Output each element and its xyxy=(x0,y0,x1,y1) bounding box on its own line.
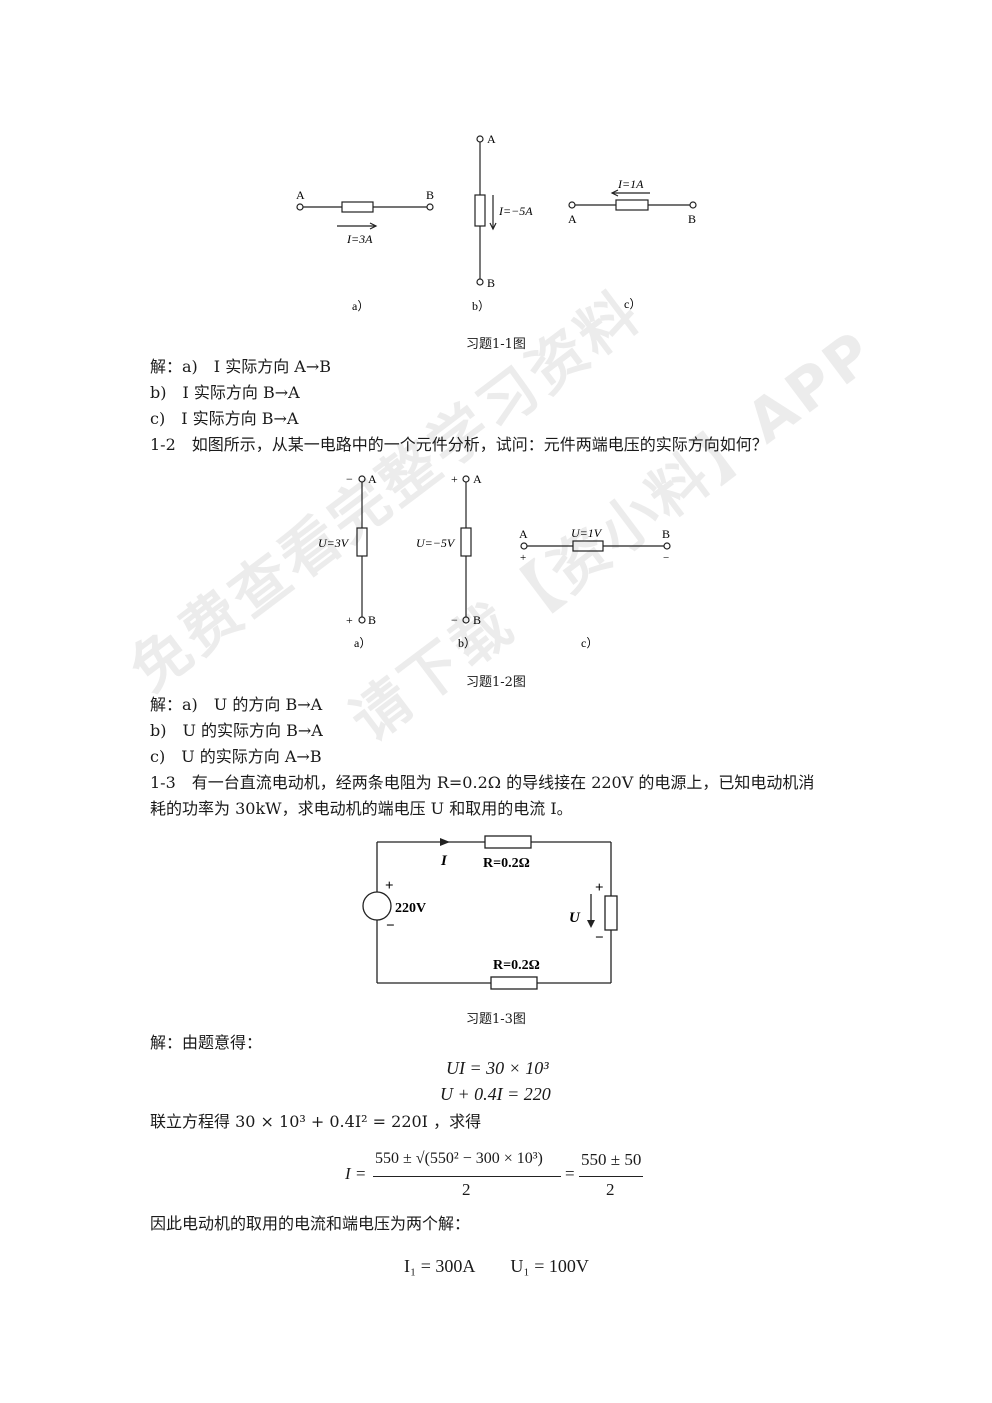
fig1-circuit-a xyxy=(296,201,434,230)
fig3-source-plus: + xyxy=(385,878,394,894)
quad-fraction-bar xyxy=(373,1176,561,1177)
fig2-b-plus: + xyxy=(451,472,458,486)
quad-denominator: 2 xyxy=(462,1180,471,1199)
quad-denominator-2: 2 xyxy=(606,1180,615,1199)
fig2-a-voltage: U=3V xyxy=(318,536,350,550)
fig2-circuit-b xyxy=(460,475,472,624)
fig3-load-plus: + xyxy=(595,880,604,896)
fig2-b-voltage: U=−5V xyxy=(416,536,456,550)
fig2-a-plus: + xyxy=(346,613,353,627)
ans2-a: 解：a) U 的方向 B→A xyxy=(150,695,323,714)
fig1-a-label-B: B xyxy=(426,188,434,202)
fig3-current: I xyxy=(440,853,448,869)
sol3-intro: 解：由题意得： xyxy=(150,1033,263,1052)
quad-lhs: I = xyxy=(345,1164,367,1183)
fig2-c-caption: c） xyxy=(581,636,598,650)
fig1-b-current: I=−5A xyxy=(498,204,533,218)
fig1-a-label-A: A xyxy=(296,188,305,202)
fig2-a-label-A: A xyxy=(368,472,377,486)
fig2-b-minus: − xyxy=(451,613,458,627)
fig2-c-plus: + xyxy=(520,552,526,564)
fig3-caption: 习题1-3图 xyxy=(466,1012,526,1027)
figure-1-1: A B I=3A a） A B I=−5A b） I=1A A B c） xyxy=(296,132,697,313)
figure-1-3: I R=0.2Ω + 220V − + U − R=0.2Ω xyxy=(362,835,618,990)
fig3-resistor-bottom: R=0.2Ω xyxy=(493,958,540,973)
ans2-c: c) U 的实际方向 A→B xyxy=(150,747,322,766)
fig2-a-minus: − xyxy=(346,472,353,486)
quad-numerator: 550 ± √(550² − 300 × 10³) xyxy=(375,1150,543,1167)
fig2-c-label-B: B xyxy=(662,527,670,541)
sol3-eq1: UI = 30 × 10³ xyxy=(446,1058,549,1078)
sol3-combine: 联立方程得 30 × 10³ + 0.4I² = 220I ，求得 xyxy=(150,1112,482,1131)
fig1-b-label-B: B xyxy=(487,276,495,290)
fig2-a-label-B: B xyxy=(368,613,376,627)
fig1-c-caption: c） xyxy=(624,297,641,311)
quad-fraction-bar-2 xyxy=(579,1176,643,1177)
quad-numerator-2: 550 ± 50 xyxy=(581,1150,642,1169)
fig3-load-voltage: U xyxy=(569,910,581,926)
ans1-c: c) I 实际方向 B→A xyxy=(150,409,299,428)
sol3-result: I₁ = 300A U₁ = 100V xyxy=(404,1256,589,1276)
fig3-source-voltage: 220V xyxy=(395,901,426,916)
fig1-circuit-c xyxy=(568,189,697,211)
fig2-b-caption: b） xyxy=(458,636,476,650)
fig2-c-voltage: U=1V xyxy=(571,526,603,540)
fig1-caption: 习题1-1图 xyxy=(466,337,526,352)
sol3-quadratic: I = 550 ± √(550² − 300 × 10³) 2 = 550 ± … xyxy=(345,1148,665,1204)
ans1-b: b) I 实际方向 B→A xyxy=(150,383,300,402)
fig1-c-label-A: A xyxy=(568,212,577,226)
fig2-c-label-A: A xyxy=(519,527,528,541)
question-1-3-line2: 耗的功率为 30kW，求电动机的端电压 U 和取用的电流 I。 xyxy=(150,799,573,818)
fig3-resistor-top: R=0.2Ω xyxy=(483,856,530,871)
figure-1-2: − A U=3V + B a） + A U=−5V − B b） A U=1V … xyxy=(318,472,671,650)
fig2-circuit-a xyxy=(356,475,368,624)
sol3-eq2: U + 0.4I = 220 xyxy=(440,1084,551,1104)
fig2-b-label-B: B xyxy=(473,613,481,627)
fig2-c-minus: − xyxy=(663,552,669,564)
fig3-circuit xyxy=(362,835,618,990)
fig1-c-label-B: B xyxy=(688,212,696,226)
question-1-2: 1-2 如图所示，从某一电路中的一个元件分析，试问：元件两端电压的实际方向如何？ xyxy=(150,435,768,454)
fig2-b-label-A: A xyxy=(473,472,482,486)
ans1-a: 解：a) I 实际方向 A→B xyxy=(150,357,331,376)
fig2-caption: 习题1-2图 xyxy=(466,675,526,690)
fig1-c-current: I=1A xyxy=(617,177,644,191)
fig1-circuit-b xyxy=(474,135,497,286)
fig1-b-label-A: A xyxy=(487,132,496,146)
fig3-load-minus: − xyxy=(595,930,604,946)
ans2-b: b) U 的实际方向 B→A xyxy=(150,721,323,740)
fig1-a-caption: a） xyxy=(352,299,369,313)
fig1-a-current: I=3A xyxy=(346,232,373,246)
fig3-source-minus: − xyxy=(386,918,395,934)
sol3-conclusion: 因此电动机的取用的电流和端电压为两个解： xyxy=(150,1214,471,1233)
fig2-circuit-c xyxy=(520,540,671,552)
fig1-b-caption: b） xyxy=(472,299,490,313)
question-1-3-line1: 1-3 有一台直流电动机，经两条电阻为 R=0.2Ω 的导线接在 220V 的电… xyxy=(150,773,815,792)
fig2-a-caption: a） xyxy=(354,636,371,650)
quad-equals: = xyxy=(565,1164,575,1183)
